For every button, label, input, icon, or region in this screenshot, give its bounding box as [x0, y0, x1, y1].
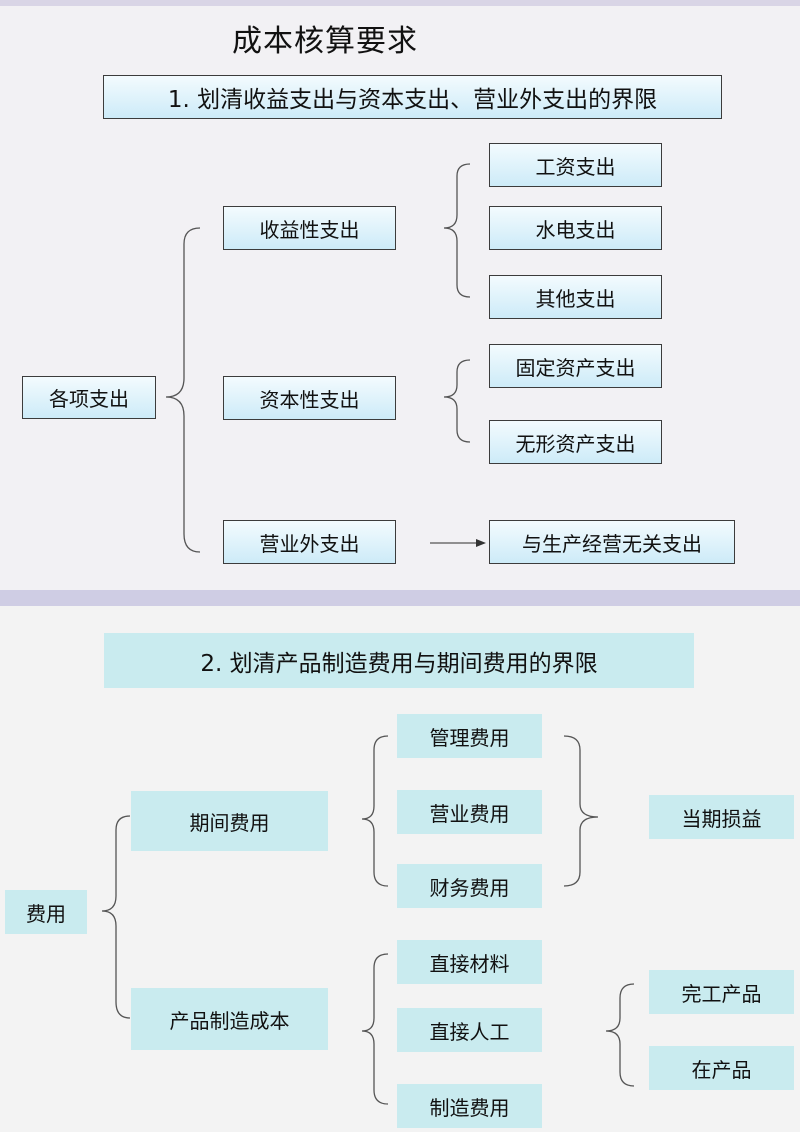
brace-revenue-items [443, 163, 471, 298]
node-current-profit-loss: 当期损益 [649, 795, 794, 839]
node-direct-labor: 直接人工 [397, 1008, 542, 1052]
brace-product-results [605, 983, 635, 1087]
brace-period-items [361, 735, 389, 887]
node-selling-expenses: 营业费用 [397, 790, 542, 834]
arrow-head [476, 539, 486, 547]
node-admin-expenses: 管理费用 [397, 714, 542, 758]
brace-capital-items [443, 359, 471, 443]
node-unrelated-expenditure: 与生产经营无关支出 [489, 520, 735, 564]
node-capital-expenditure: 资本性支出 [223, 376, 396, 420]
brace-period-result [563, 735, 599, 887]
node-costs-root: 费用 [5, 890, 87, 934]
node-wages: 工资支出 [489, 143, 662, 187]
brace-root-2 [101, 815, 131, 1019]
node-other: 其他支出 [489, 275, 662, 319]
node-manufacturing-overhead: 制造费用 [397, 1084, 542, 1128]
node-work-in-process: 在产品 [649, 1046, 794, 1090]
node-period-costs: 期间费用 [131, 791, 328, 851]
page-title: 成本核算要求 [232, 24, 418, 59]
node-root-expenses: 各项支出 [22, 376, 156, 419]
section2-header: 2. 划清产品制造费用与期间费用的界限 [104, 633, 694, 688]
node-financial-expenses: 财务费用 [397, 864, 542, 908]
section-divider [0, 590, 800, 606]
node-fixed-assets: 固定资产支出 [489, 344, 662, 388]
node-revenue-expenditure: 收益性支出 [223, 206, 396, 250]
node-direct-materials: 直接材料 [397, 940, 542, 984]
node-finished-goods: 完工产品 [649, 970, 794, 1014]
node-utilities: 水电支出 [489, 206, 662, 250]
brace-product-items [361, 953, 389, 1105]
brace-root-1 [165, 227, 201, 553]
node-product-costs: 产品制造成本 [131, 988, 328, 1050]
node-nonoperating-expenditure: 营业外支出 [223, 520, 396, 564]
node-intangible-assets: 无形资产支出 [489, 420, 662, 464]
section1-header: 1. 划清收益支出与资本支出、营业外支出的界限 [103, 75, 722, 119]
